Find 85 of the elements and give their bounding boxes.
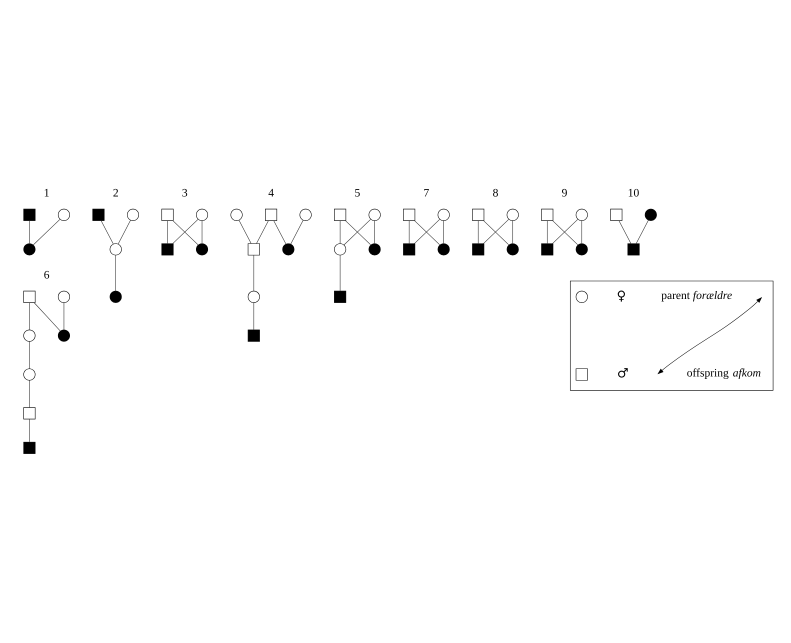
node-box xyxy=(610,208,622,220)
connector xyxy=(290,219,304,244)
node-circle xyxy=(23,329,36,342)
connector xyxy=(512,220,514,244)
node-block xyxy=(92,208,104,220)
node-block xyxy=(334,290,346,302)
node-box xyxy=(248,242,260,255)
node-circle xyxy=(248,290,260,302)
connector xyxy=(29,340,30,368)
node-dot xyxy=(110,290,122,302)
node-block xyxy=(23,208,36,220)
node-block xyxy=(541,242,554,255)
node-box xyxy=(161,208,174,220)
legend-label: ♀ xyxy=(616,288,626,304)
node-circle xyxy=(196,208,208,220)
node-circle xyxy=(58,290,70,302)
connector xyxy=(546,220,548,244)
node-circle xyxy=(300,208,312,220)
node-box xyxy=(23,406,36,419)
node-circle xyxy=(230,208,243,220)
node-dot xyxy=(368,242,381,255)
label: 1 xyxy=(44,187,50,200)
node-box xyxy=(403,208,416,220)
node-dot xyxy=(282,242,294,255)
connector xyxy=(29,380,30,408)
label: 3 xyxy=(182,187,188,200)
label: 2 xyxy=(112,187,119,200)
node-dot xyxy=(196,242,208,255)
connector xyxy=(29,220,30,244)
connector xyxy=(29,418,30,442)
node-box xyxy=(541,208,554,220)
node-block xyxy=(161,242,174,255)
node-circle xyxy=(334,242,346,255)
node-circle xyxy=(110,242,122,255)
cluster xyxy=(570,280,774,390)
label: parent forældre xyxy=(661,289,732,302)
connector xyxy=(115,254,116,291)
connector xyxy=(238,219,252,244)
node-box xyxy=(334,208,346,220)
node-block xyxy=(403,242,416,255)
node-circle xyxy=(576,208,588,220)
node-circle xyxy=(126,208,140,220)
node-box xyxy=(576,368,588,380)
label: 6 xyxy=(44,269,50,282)
connector xyxy=(100,220,114,244)
node-block xyxy=(628,242,640,255)
connector xyxy=(34,302,61,331)
node-box xyxy=(472,208,484,220)
node-circle xyxy=(576,290,588,302)
connector xyxy=(408,220,410,244)
node-dot xyxy=(23,242,36,255)
label: 9 xyxy=(562,187,568,200)
label: 4 xyxy=(268,187,274,200)
connector xyxy=(29,302,30,330)
legend-label: ♂ xyxy=(616,366,629,382)
node-dot xyxy=(644,208,657,220)
node-circle xyxy=(58,208,70,220)
connector xyxy=(33,218,60,245)
node-circle xyxy=(506,208,519,220)
node-block xyxy=(23,441,36,454)
connector xyxy=(618,220,632,244)
connector xyxy=(374,220,375,244)
node-circle xyxy=(368,208,381,220)
node-block xyxy=(472,242,484,255)
connector xyxy=(443,220,444,244)
node-dot xyxy=(438,242,450,255)
label: 8 xyxy=(492,187,498,200)
node-box xyxy=(265,208,278,220)
node-dot xyxy=(58,329,70,342)
node-circle xyxy=(438,208,450,220)
node-dot xyxy=(506,242,519,255)
connector xyxy=(581,220,582,244)
node-circle xyxy=(23,368,36,380)
node-box xyxy=(23,290,36,302)
connector xyxy=(118,219,131,244)
label: 7 xyxy=(424,187,430,200)
label: offspring afkom xyxy=(686,367,761,380)
label: 10 xyxy=(628,187,640,200)
connector xyxy=(167,220,168,244)
node-block xyxy=(248,329,260,342)
connector xyxy=(636,219,649,244)
connector xyxy=(273,220,286,244)
label: 5 xyxy=(354,187,360,200)
connector xyxy=(256,220,269,244)
node-dot xyxy=(576,242,588,255)
